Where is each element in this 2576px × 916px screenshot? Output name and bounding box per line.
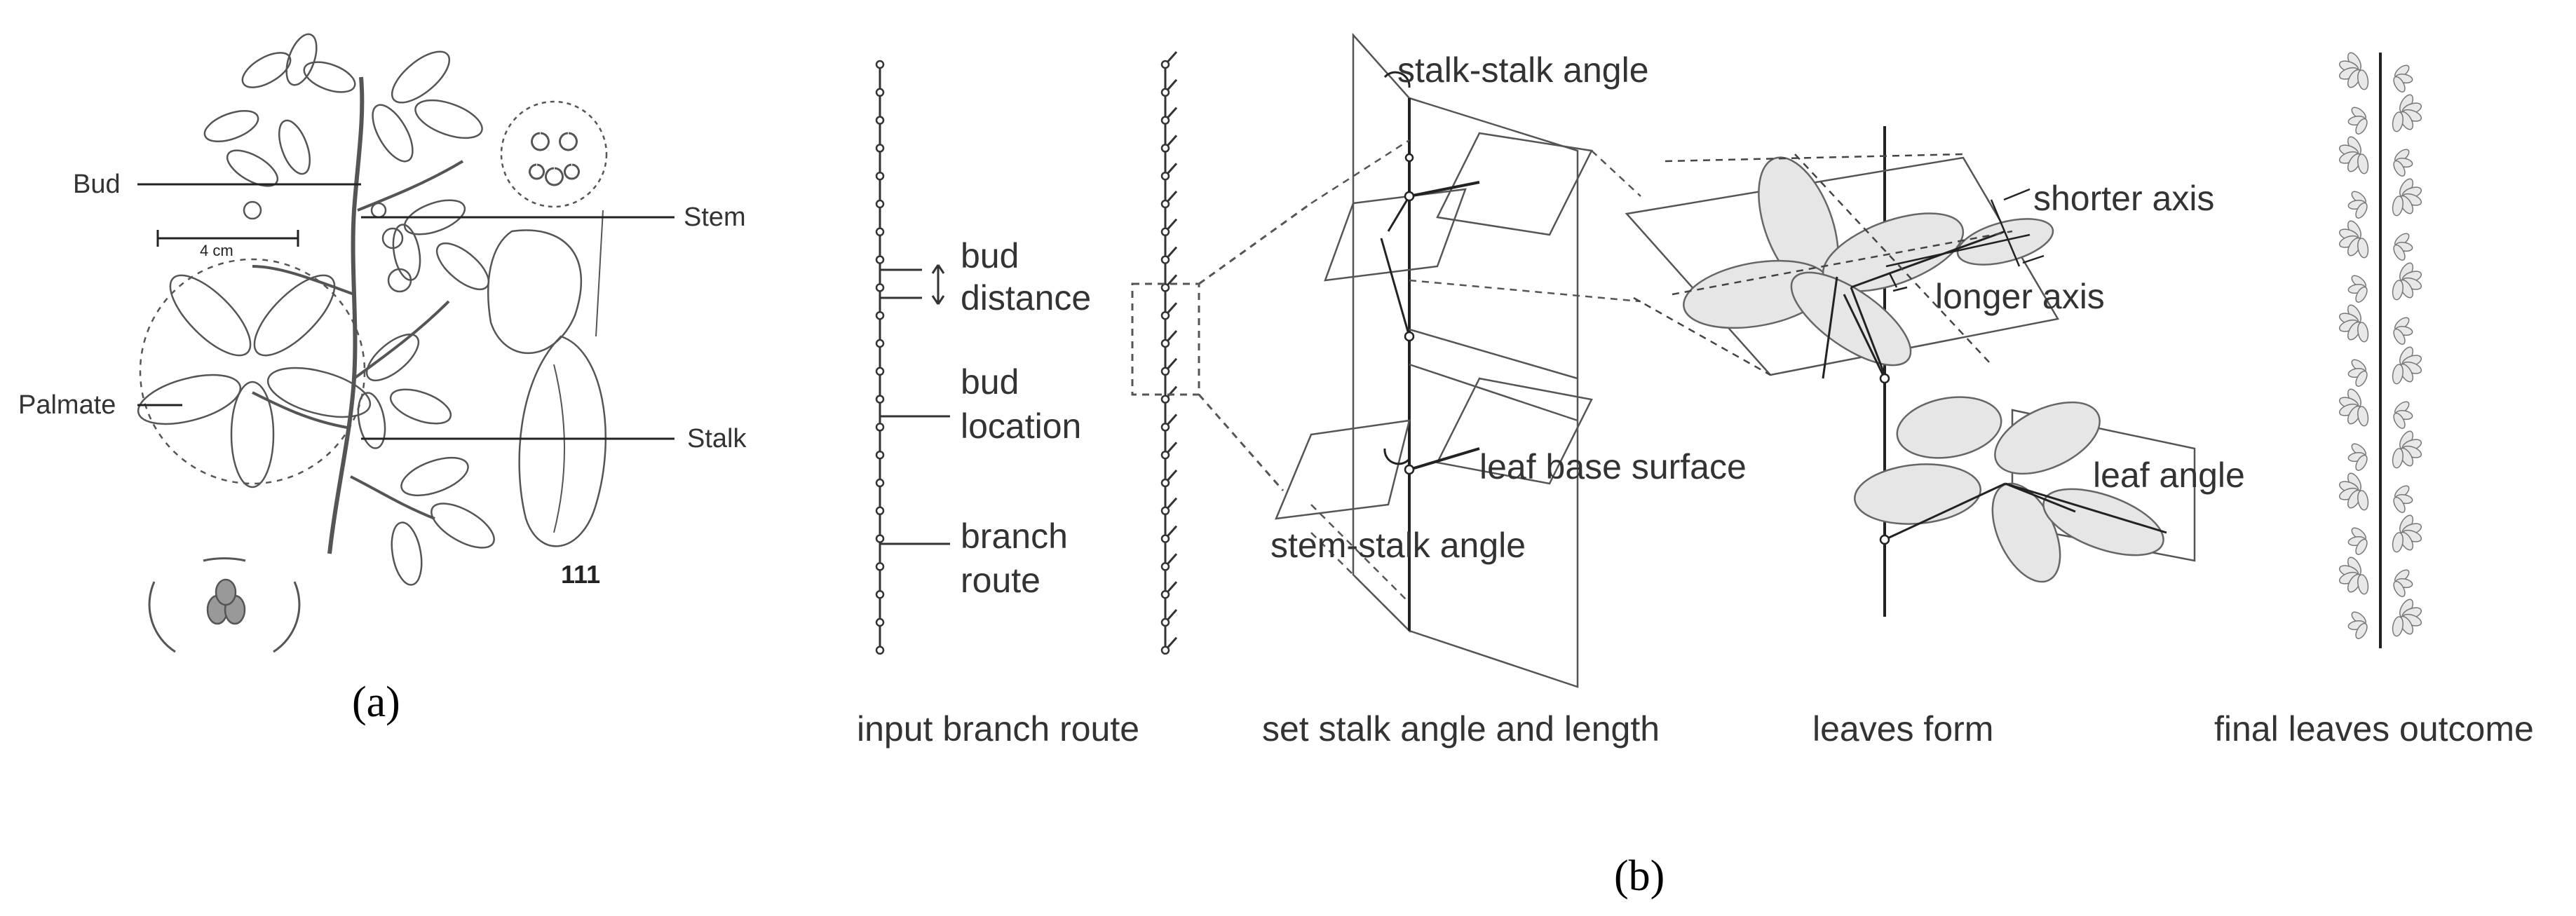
label-stalk-stalk-angle: stalk-stalk angle (1397, 50, 1649, 90)
label-bud-distance-2: distance (961, 278, 1091, 317)
stalk-node (1160, 171, 1170, 181)
caption-b: (b) (1614, 852, 1665, 900)
stalk-node (1160, 283, 1170, 292)
leaf-cluster (2347, 178, 2422, 219)
label-longer-axis: longer axis (1935, 277, 2105, 316)
botanical-illustration (137, 33, 608, 653)
route-node (875, 506, 885, 516)
route-node (875, 60, 885, 69)
label-stem: Stem (684, 203, 746, 232)
zoom-indicator (1131, 202, 1312, 491)
leaf-cluster (2347, 262, 2422, 303)
label-branch-route-1: branch (961, 517, 1068, 556)
title-leaves-form: leaves form (1812, 709, 1993, 748)
route-node (875, 339, 885, 348)
stalk-node (1160, 562, 1170, 571)
label-bud-distance-1: bud (961, 236, 1019, 275)
stalk-node (1160, 310, 1170, 320)
leaf-cluster (2338, 52, 2413, 93)
label-stalk: Stalk (687, 424, 747, 453)
label-leaf-angle: leaf angle (2093, 456, 2245, 495)
label-plate-number: 111 (561, 560, 600, 589)
stalk-node (1160, 506, 1170, 516)
leaf-cluster (2338, 556, 2413, 597)
panel-a-leader-lines (137, 183, 674, 440)
leaf-cluster (2347, 430, 2422, 471)
label-branch-route-2: route (961, 561, 1040, 600)
route-node (875, 478, 885, 488)
stalk-node (1160, 144, 1170, 153)
route-node (875, 310, 885, 320)
stalk-node (1160, 450, 1170, 460)
stalk-node (1160, 227, 1170, 237)
leaves-form-diagram (1625, 126, 2196, 617)
route-node (875, 450, 885, 460)
stalk-angle-diagram (1275, 32, 1641, 688)
label-scale: 4 cm (200, 242, 233, 259)
final-leaves-stem (2338, 52, 2422, 648)
branch-with-stalks (1160, 51, 1178, 655)
route-node (875, 227, 885, 237)
label-shorter-axis: shorter axis (2033, 179, 2214, 218)
stalk-node (1160, 534, 1170, 543)
route-node (875, 144, 885, 153)
leaf-cluster (2338, 304, 2413, 345)
title-set-stalk-angle: set stalk angle and length (1262, 709, 1660, 748)
step1-leaders (880, 264, 950, 545)
leaf-cluster (2347, 94, 2422, 135)
route-node (875, 645, 885, 655)
route-node (875, 255, 885, 264)
label-stem-stalk-angle: stem-stalk angle (1270, 526, 1526, 565)
stalk-node (1160, 395, 1170, 404)
stalk-node (1160, 478, 1170, 488)
label-bud: Bud (73, 170, 121, 199)
leaf-cluster (2347, 599, 2422, 639)
label-bud-location-1: bud (961, 362, 1019, 402)
stalk-node (1160, 60, 1170, 69)
stalk-node (1160, 367, 1170, 376)
leaf-cluster (2347, 346, 2422, 387)
stalk-node (1160, 88, 1170, 97)
title-input-branch-route: input branch route (857, 709, 1139, 748)
stalk-node (1160, 617, 1170, 627)
title-final-leaves-outcome: final leaves outcome (2214, 709, 2534, 748)
leaf-cluster (2338, 388, 2413, 429)
route-node (875, 395, 885, 404)
stalk-node (1160, 645, 1170, 655)
leaf-cluster (2347, 514, 2422, 555)
leaf-cluster (2338, 136, 2413, 177)
label-leaf-base-surface: leaf base surface (1479, 447, 1747, 486)
route-node (875, 589, 885, 599)
stalk-node (1160, 589, 1170, 599)
stalk-node (1160, 255, 1170, 264)
route-node (875, 562, 885, 571)
stalk-node (1160, 423, 1170, 432)
route-node (875, 423, 885, 432)
leaf-cluster (2338, 220, 2413, 261)
label-palmate: Palmate (18, 390, 116, 420)
stalk-node (1160, 116, 1170, 125)
route-node (875, 617, 885, 627)
label-bud-location-2: location (961, 406, 1081, 446)
route-node (875, 199, 885, 209)
route-node (875, 534, 885, 543)
route-node (875, 88, 885, 97)
stalk-node (1160, 199, 1170, 209)
route-node (875, 367, 885, 376)
branch-route-plain (875, 60, 885, 655)
stalk-node (1160, 339, 1170, 348)
route-node (875, 283, 885, 292)
route-node (875, 116, 885, 125)
caption-a: (a) (352, 678, 400, 726)
route-node (875, 171, 885, 181)
leaf-cluster (2338, 472, 2413, 513)
